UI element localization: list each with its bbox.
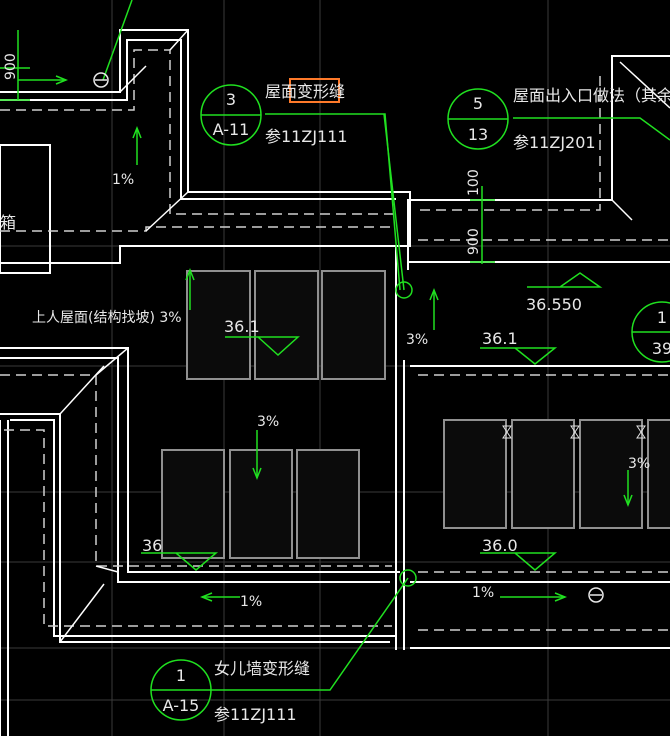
joint-markers bbox=[395, 281, 417, 587]
valve-marks bbox=[502, 425, 646, 439]
dimension-label: 900 bbox=[3, 53, 19, 80]
slope-label: 1% bbox=[240, 594, 262, 610]
elevation-label: 36.0 bbox=[482, 536, 518, 555]
panel bbox=[229, 449, 293, 559]
slope-label: 1% bbox=[112, 172, 134, 188]
panel bbox=[647, 419, 670, 529]
slope-label: 1% bbox=[472, 585, 494, 601]
selection-highlight[interactable] bbox=[289, 78, 340, 103]
corner-diagonals bbox=[59, 29, 670, 643]
leader-lines bbox=[102, 0, 670, 691]
panel bbox=[254, 270, 319, 380]
callout-title: 屋面出入口做法（其余同 bbox=[513, 86, 670, 105]
dimension-label: 900 bbox=[466, 228, 482, 255]
elevation-markers bbox=[141, 272, 603, 571]
roof-panels bbox=[161, 270, 670, 559]
highlighted-text: 变形缝 bbox=[297, 82, 345, 101]
callout-number: 1 bbox=[176, 666, 186, 685]
elevation-label: 36.1 bbox=[224, 317, 260, 336]
callout-number: 5 bbox=[473, 94, 483, 113]
callout-circles bbox=[150, 84, 670, 721]
drain-markers bbox=[93, 72, 604, 603]
slope-label: 3% bbox=[628, 456, 650, 472]
slope-arrows bbox=[18, 75, 633, 602]
callout-ref: 13 bbox=[468, 125, 488, 144]
callout-note: 参11ZJ111 bbox=[214, 705, 297, 724]
slope-label: 3% bbox=[257, 414, 279, 430]
callout-ref: A-15 bbox=[163, 696, 200, 715]
callout-number: 3 bbox=[226, 90, 236, 109]
slope-label: 3% bbox=[406, 332, 428, 348]
panel bbox=[186, 270, 251, 380]
callout-number: 1 bbox=[657, 308, 667, 327]
elevation-label: 36.550 bbox=[526, 295, 582, 314]
dimension-label: 100 bbox=[466, 169, 482, 196]
elevation-label: 36.1 bbox=[482, 329, 518, 348]
panel bbox=[511, 419, 575, 529]
panel bbox=[321, 270, 386, 380]
dashed-outlines bbox=[0, 49, 670, 631]
callout-note: 参11ZJ201 bbox=[513, 133, 596, 152]
callout-title: 屋面变形缝 bbox=[265, 82, 345, 101]
dimension-lines bbox=[0, 30, 495, 264]
panel bbox=[296, 449, 360, 559]
panel bbox=[579, 419, 643, 529]
tank-label: 箱 bbox=[0, 213, 16, 232]
roof-label: 上人屋面(结构找坡) 3% bbox=[32, 310, 182, 326]
panel bbox=[161, 449, 225, 559]
callout-ref: 39 bbox=[652, 339, 670, 358]
elevation-label: 36 bbox=[142, 536, 162, 555]
callout-note: 参11ZJ111 bbox=[265, 127, 348, 146]
callout-title: 女儿墙变形缝 bbox=[214, 659, 310, 678]
callout-ref: A-11 bbox=[213, 120, 250, 139]
panel bbox=[443, 419, 507, 529]
